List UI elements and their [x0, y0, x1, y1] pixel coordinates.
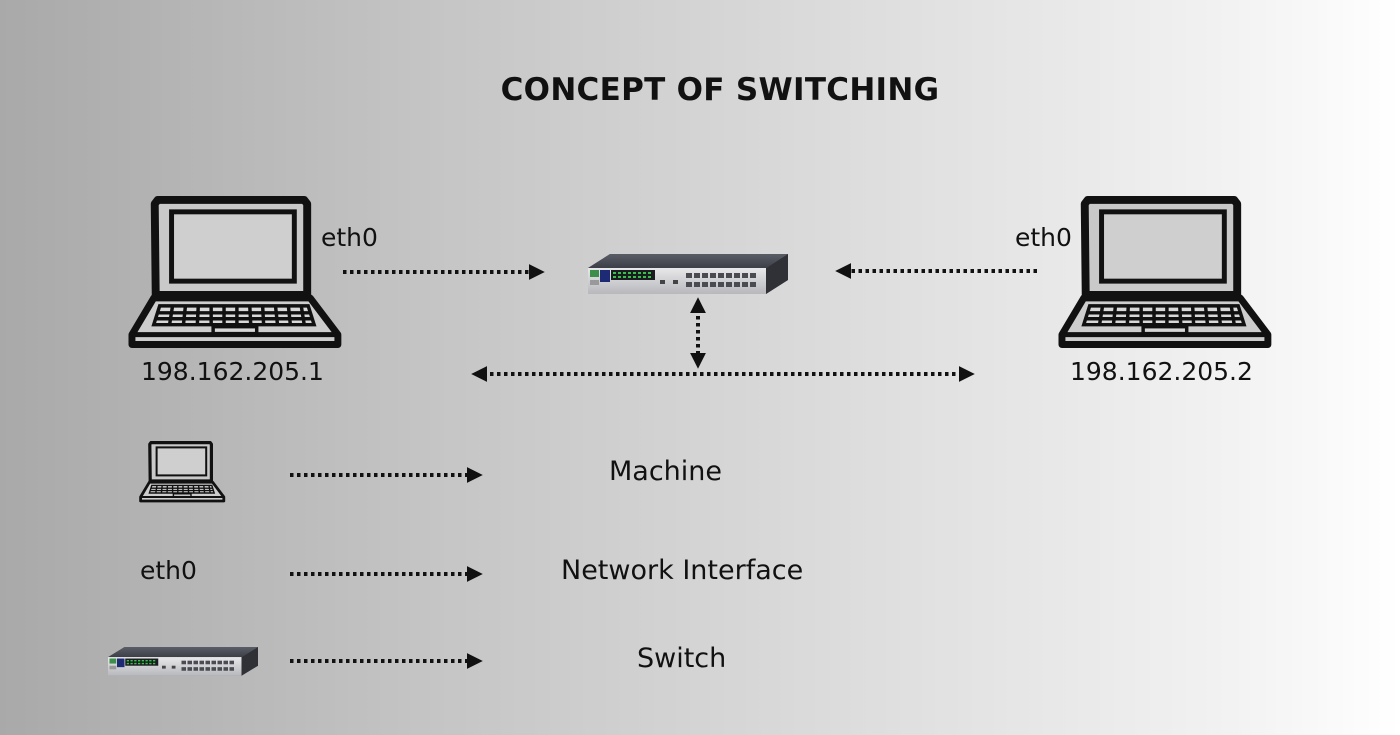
- legend-interface-symbol: eth0: [140, 556, 197, 585]
- right-interface-label: eth0: [1015, 223, 1072, 252]
- right-laptop-icon: [1062, 200, 1268, 345]
- diagram-title: CONCEPT OF SWITCHING: [500, 72, 940, 108]
- left-ip-label: 198.162.205.1: [141, 357, 324, 386]
- legend-switch-label: Switch: [637, 643, 727, 674]
- legend-machine-label: Machine: [609, 456, 723, 487]
- legend-interface-label: Network Interface: [561, 555, 804, 586]
- left-interface-label: eth0: [321, 223, 378, 252]
- right-ip-label: 198.162.205.2: [1070, 357, 1253, 386]
- center-switch-icon: [588, 254, 788, 294]
- legend-laptop-icon: [139, 441, 226, 503]
- left-laptop-icon: [132, 200, 338, 345]
- legend-switch-icon: [108, 647, 258, 676]
